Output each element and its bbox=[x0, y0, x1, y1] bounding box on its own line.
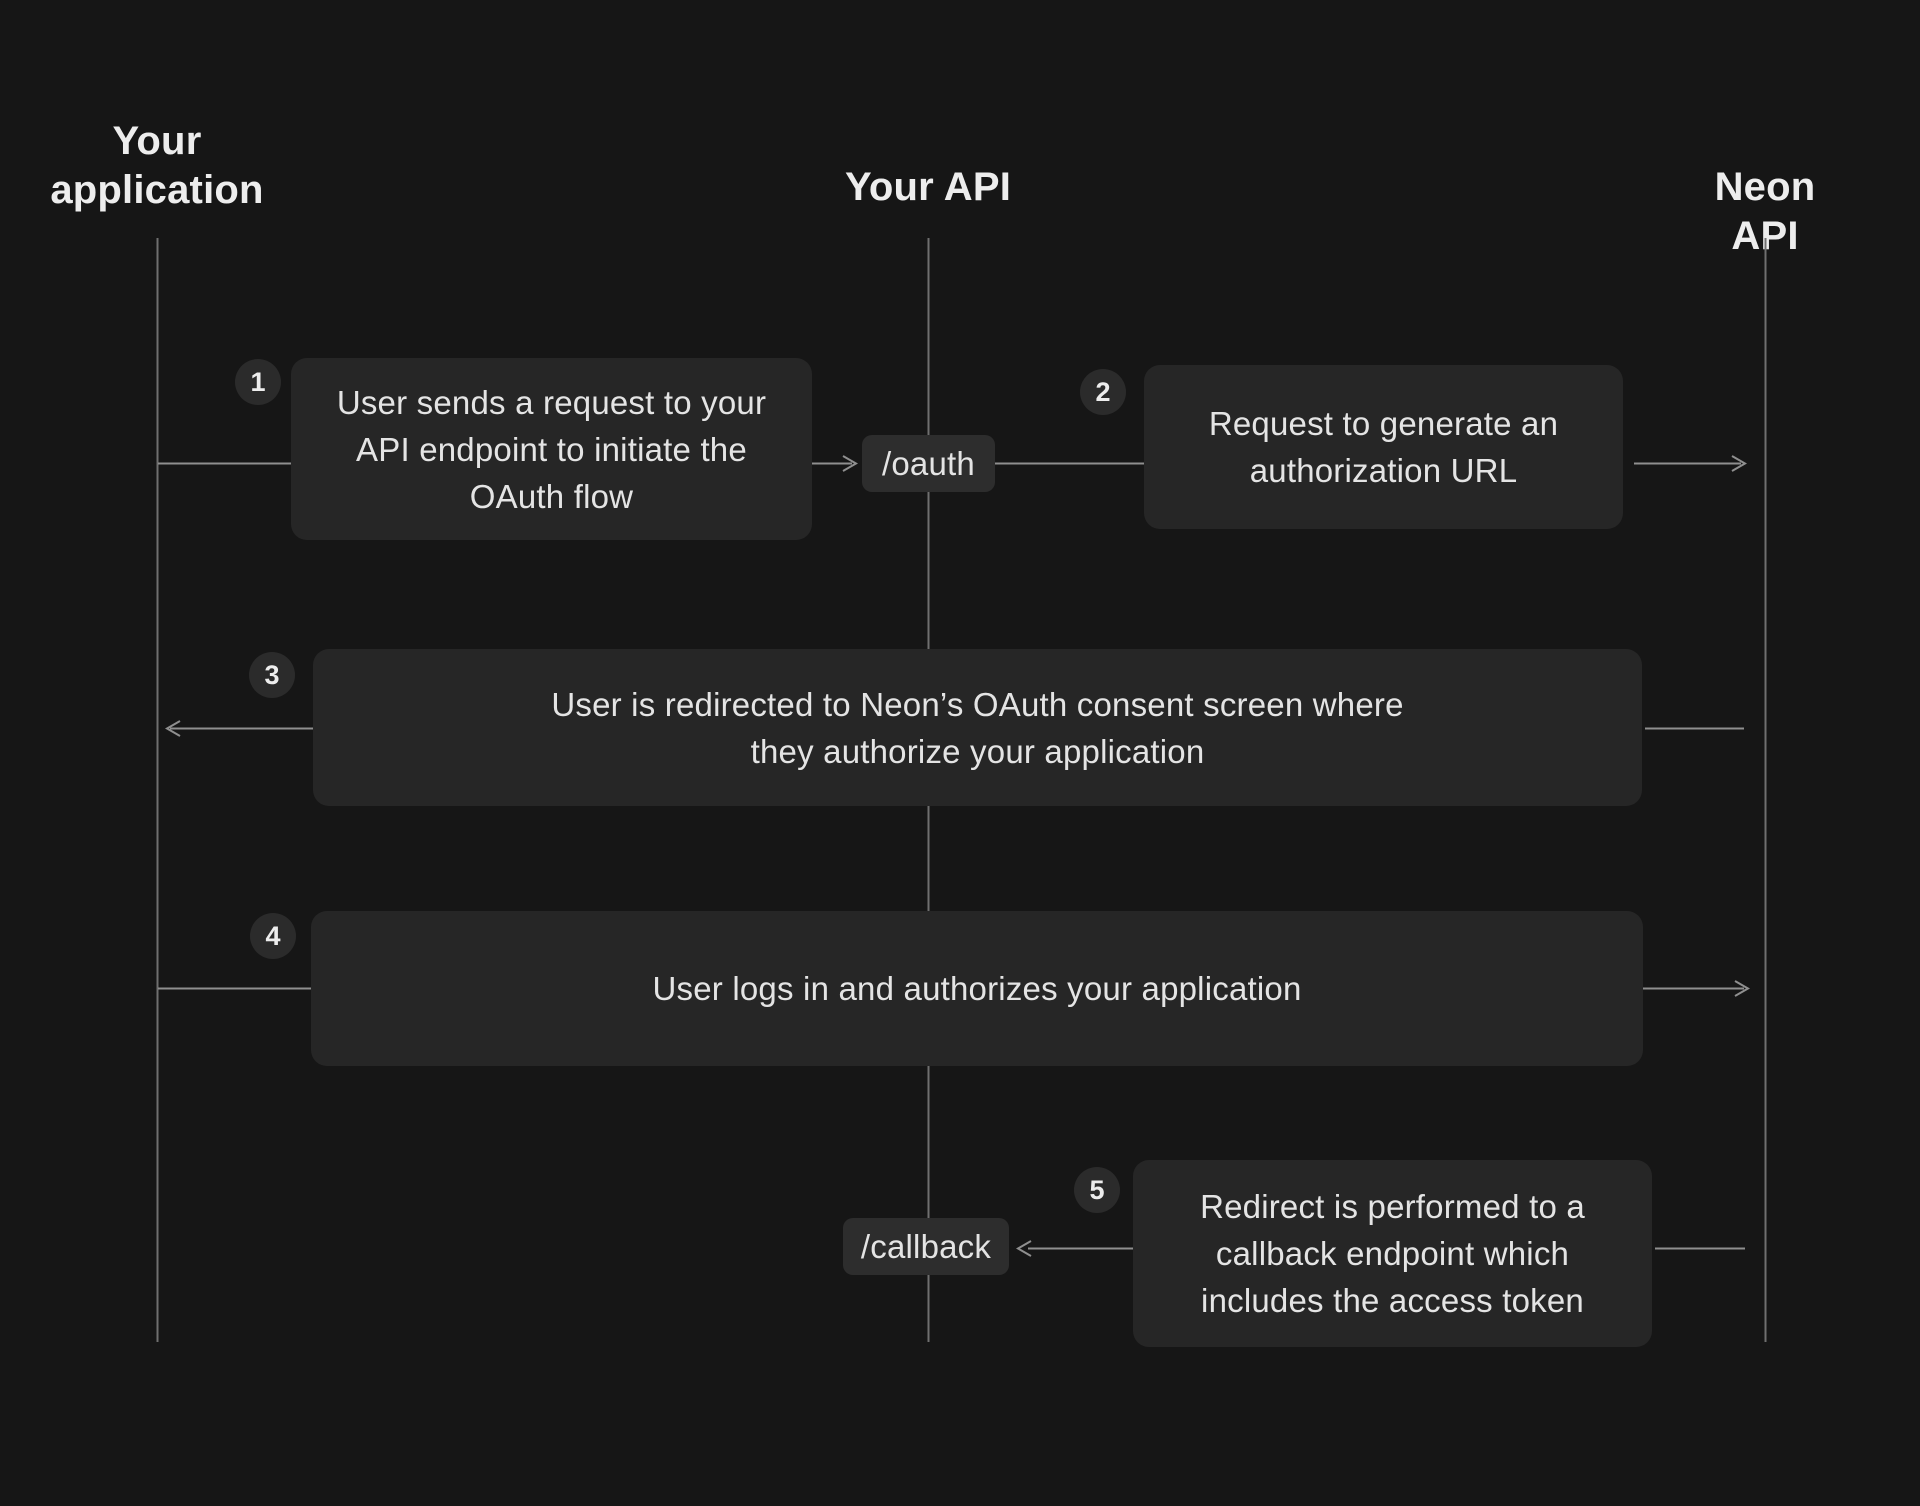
step-4-badge: 4 bbox=[250, 913, 296, 959]
step-2-number: 2 bbox=[1095, 376, 1111, 407]
step-2-badge: 2 bbox=[1080, 369, 1126, 415]
lane-header-your-application: Your application bbox=[50, 119, 264, 212]
step-5-box: Redirect is performed to a callback endp… bbox=[1133, 1160, 1652, 1347]
step-4-box: User logs in and authorizes your applica… bbox=[311, 911, 1643, 1066]
lane-header-neon-api: Neon API bbox=[1714, 165, 1816, 258]
arrow-right-icon bbox=[1731, 455, 1748, 472]
lane-header-your-api: Your API bbox=[844, 165, 1012, 209]
step-3-number: 3 bbox=[264, 659, 280, 690]
step-4-number: 4 bbox=[265, 920, 281, 951]
step-3-box: User is redirected to Neon’s OAuth conse… bbox=[313, 649, 1642, 806]
step-2-box: Request to generate an authorization URL bbox=[1144, 365, 1623, 529]
step-1-number: 1 bbox=[250, 366, 266, 397]
arrow-right-icon bbox=[842, 455, 859, 472]
arrow-left-icon bbox=[164, 720, 181, 737]
step-5-number: 5 bbox=[1089, 1174, 1105, 1205]
endpoint-callback: /callback bbox=[843, 1218, 1009, 1275]
endpoint-oauth: /oauth bbox=[862, 435, 995, 492]
step-5-badge: 5 bbox=[1074, 1167, 1120, 1213]
arrow-left-icon bbox=[1015, 1240, 1032, 1257]
step-1-badge: 1 bbox=[235, 359, 281, 405]
step-3-badge: 3 bbox=[249, 652, 295, 698]
arrow-right-icon bbox=[1734, 980, 1751, 997]
step-1-box: User sends a request to your API endpoin… bbox=[291, 358, 812, 540]
